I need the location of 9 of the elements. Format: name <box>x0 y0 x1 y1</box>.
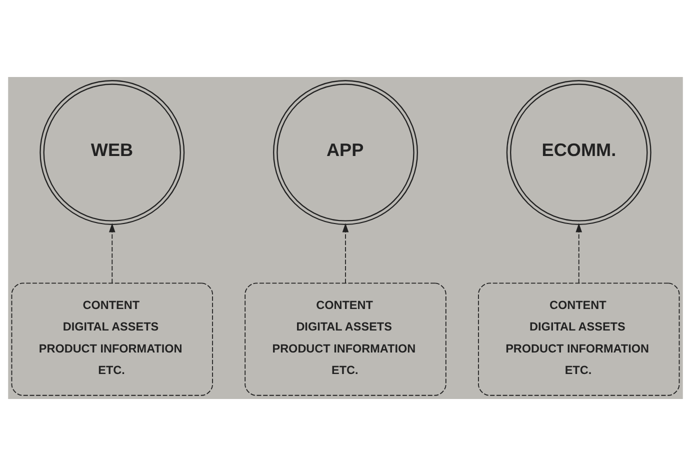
node-circle: ECOMM. <box>506 80 652 226</box>
node-box: CONTENT DIGITAL ASSETS PRODUCT INFORMATION ETC. <box>11 282 213 396</box>
node-circle: APP <box>273 80 418 226</box>
arrow <box>576 223 582 284</box>
arrow <box>342 223 349 284</box>
arrow <box>108 223 116 284</box>
node-box: CONTENT DIGITAL ASSETS PRODUCT INFORMATION ETC. <box>478 282 680 396</box>
node-box: CONTENT DIGITAL ASSETS PRODUCT INFORMATION ETC. <box>244 282 446 396</box>
node-circle: WEB <box>40 80 185 226</box>
